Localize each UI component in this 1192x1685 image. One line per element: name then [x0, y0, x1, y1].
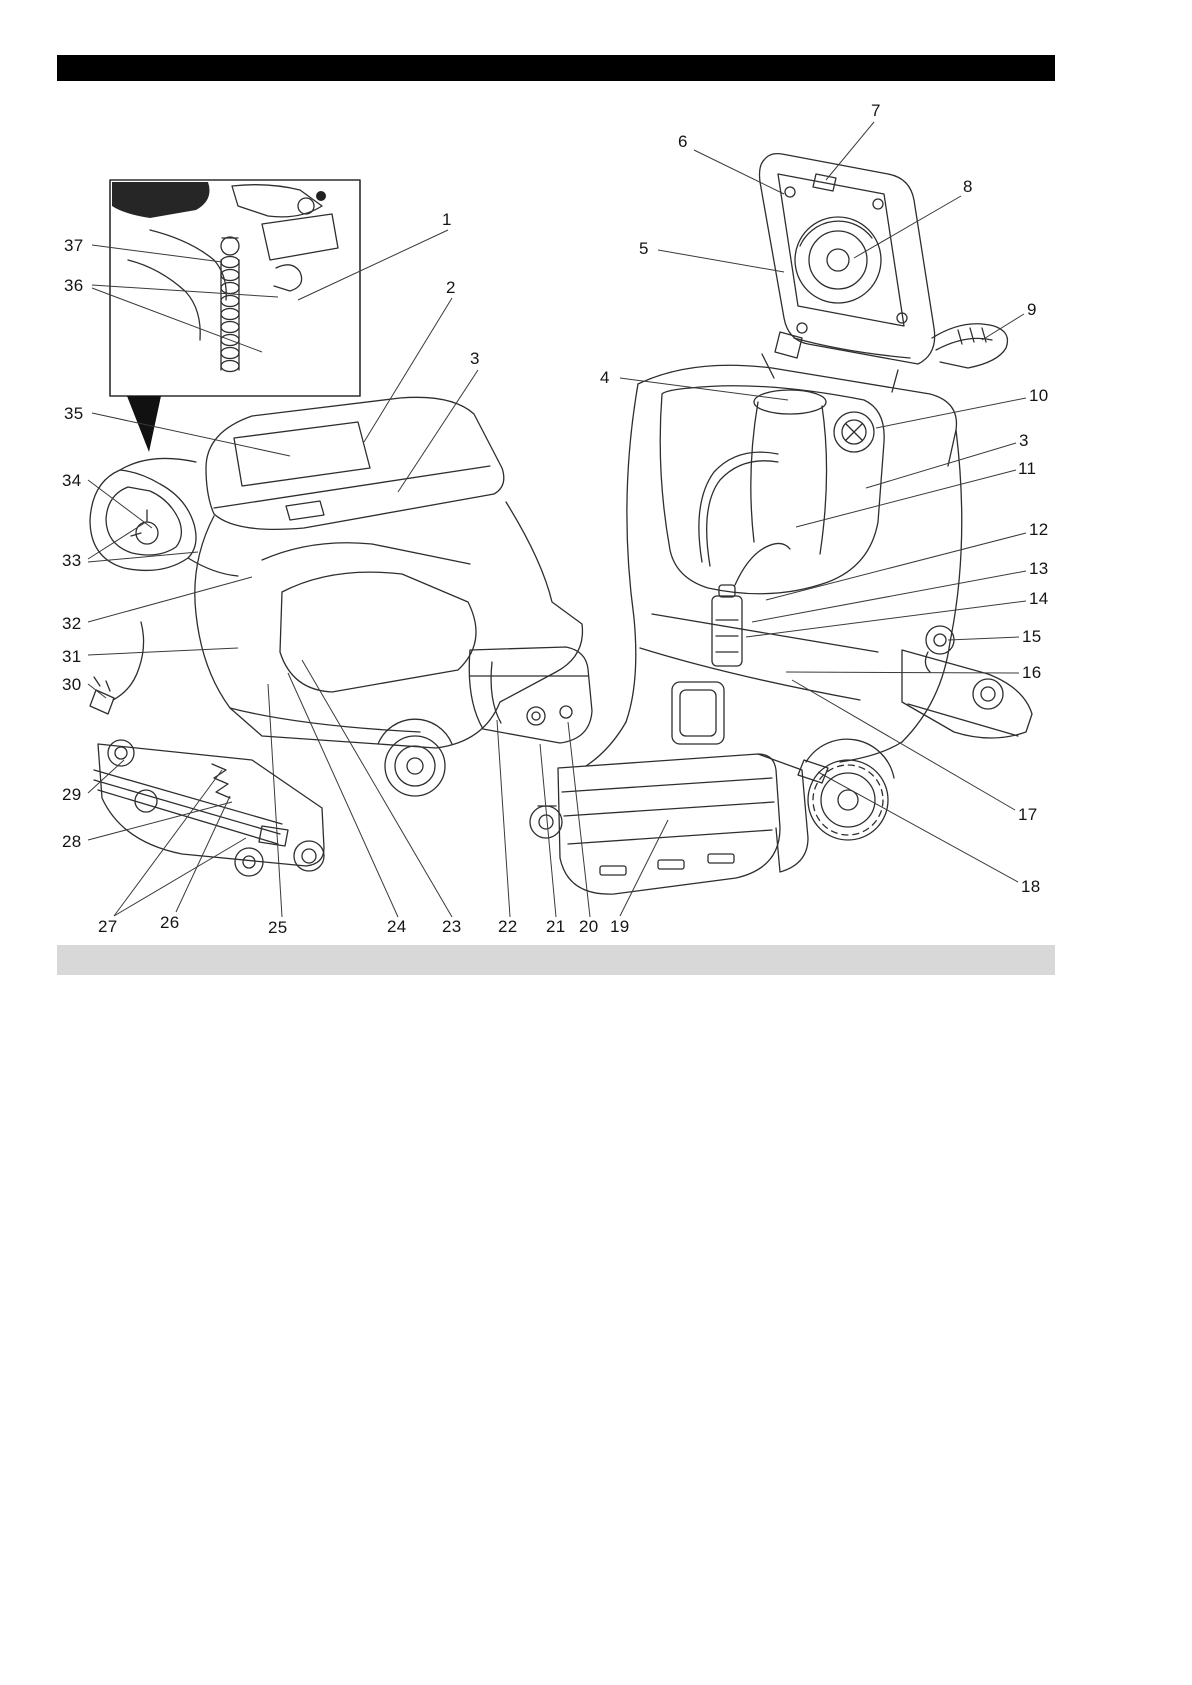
- callout-9: 9: [1027, 300, 1037, 319]
- callout-16: 16: [1022, 663, 1042, 682]
- callout-21: 21: [546, 917, 566, 936]
- callout-10: 10: [1029, 386, 1049, 405]
- callout-17: 17: [1018, 805, 1038, 824]
- callout-26: 26: [160, 913, 180, 932]
- callout-8: 8: [963, 177, 973, 196]
- callout-22: 22: [498, 917, 518, 936]
- callout-12: 12: [1029, 520, 1049, 539]
- callout-3-left: 3: [470, 349, 480, 368]
- callout-4: 4: [600, 368, 610, 387]
- callout-31: 31: [62, 647, 82, 666]
- callout-1: 1: [442, 210, 452, 229]
- section-divider-bar: [57, 945, 1055, 975]
- header-bar: [57, 55, 1055, 81]
- callout-23: 23: [442, 917, 462, 936]
- callout-7: 7: [871, 101, 881, 120]
- callout-15: 15: [1022, 627, 1042, 646]
- callout-32: 32: [62, 614, 82, 633]
- callout-37: 37: [64, 236, 84, 255]
- callout-33: 33: [62, 551, 82, 570]
- left-machine-view: [89, 396, 593, 877]
- callout-24: 24: [387, 917, 407, 936]
- leader-lines: [87, 121, 1027, 918]
- callout-29: 29: [62, 785, 82, 804]
- callout-20: 20: [579, 917, 599, 936]
- callout-6: 6: [678, 132, 688, 151]
- callout-34: 34: [62, 471, 82, 490]
- callout-36: 36: [64, 276, 84, 295]
- callout-5: 5: [639, 239, 649, 258]
- callout-35: 35: [64, 404, 84, 423]
- callout-14: 14: [1029, 589, 1049, 608]
- callout-18: 18: [1021, 877, 1041, 896]
- callout-11: 11: [1018, 459, 1037, 478]
- inset-detail-box: [109, 179, 361, 452]
- callout-25: 25: [268, 918, 288, 937]
- callout-27: 27: [98, 917, 118, 936]
- callout-3-right: 3: [1019, 431, 1029, 450]
- right-machine-view: [529, 152, 1033, 895]
- callout-30: 30: [62, 675, 82, 694]
- callout-19: 19: [610, 917, 630, 936]
- callout-28: 28: [62, 832, 82, 851]
- callout-13: 13: [1029, 559, 1049, 578]
- callout-2: 2: [446, 278, 456, 297]
